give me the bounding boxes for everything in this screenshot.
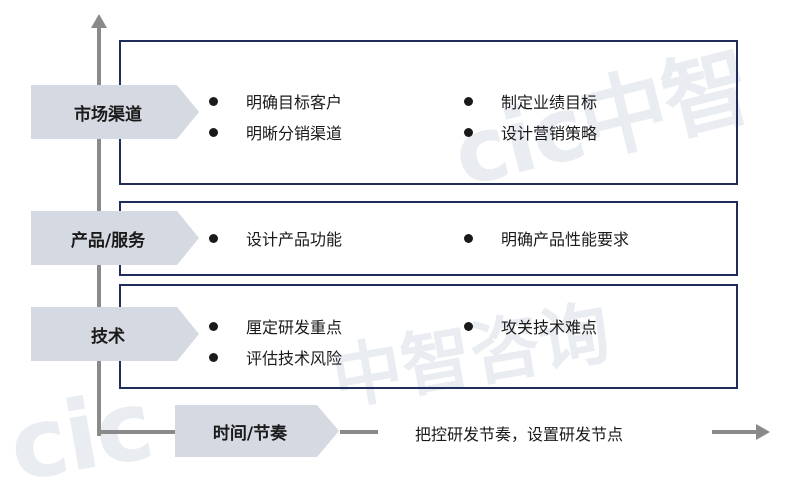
bullet-text: 明确目标客户 [246, 93, 343, 112]
bullet-item: 评估技术风险 [209, 345, 342, 369]
timeline-connector [340, 430, 378, 434]
bullet-item: 设计营销策略 [464, 120, 597, 144]
bullet-icon [209, 127, 218, 137]
bullet-item: 明晰分销渠道 [209, 120, 342, 144]
bullet-item: 制定业绩目标 [464, 89, 597, 113]
bullet-item: 攻关技术难点 [464, 314, 597, 338]
bullet-text: 厘定研发重点 [246, 318, 343, 337]
arrow-right-icon [756, 424, 770, 440]
bullet-text: 攻关技术难点 [501, 318, 598, 337]
bullet-item: 设计产品功能 [209, 226, 342, 250]
bullet-icon [209, 321, 218, 331]
bullet-item: 明确产品性能要求 [464, 226, 629, 250]
bullet-text: 明确产品性能要求 [501, 230, 630, 249]
bullet-text: 明晰分销渠道 [246, 124, 343, 143]
row-label-market-channel: 市场渠道 [31, 85, 199, 139]
bullet-text: 评估技术风险 [246, 349, 343, 368]
bullet-icon [209, 233, 218, 243]
horizontal-axis [97, 430, 187, 434]
bullet-text: 制定业绩目标 [501, 93, 598, 112]
bullet-text: 设计产品功能 [246, 230, 343, 249]
bullet-icon [464, 321, 473, 331]
bullet-icon [209, 96, 218, 106]
bullet-icon [209, 352, 218, 362]
bullet-item: 厘定研发重点 [209, 314, 342, 338]
vertical-axis-arrow-icon [91, 14, 107, 28]
timeline-arrow-line [712, 430, 758, 434]
bullet-item: 明确目标客户 [209, 89, 342, 113]
timeline-label: 时间/节奏 [175, 405, 339, 457]
bullet-icon [464, 233, 473, 243]
bullet-text: 设计营销策略 [501, 124, 598, 143]
bullet-icon [464, 96, 473, 106]
bullet-icon [464, 127, 473, 137]
row-label-product-service: 产品/服务 [31, 211, 199, 265]
timeline-text: 把控研发节奏，设置研发节点 [415, 425, 624, 444]
row-label-technology: 技术 [31, 307, 199, 361]
